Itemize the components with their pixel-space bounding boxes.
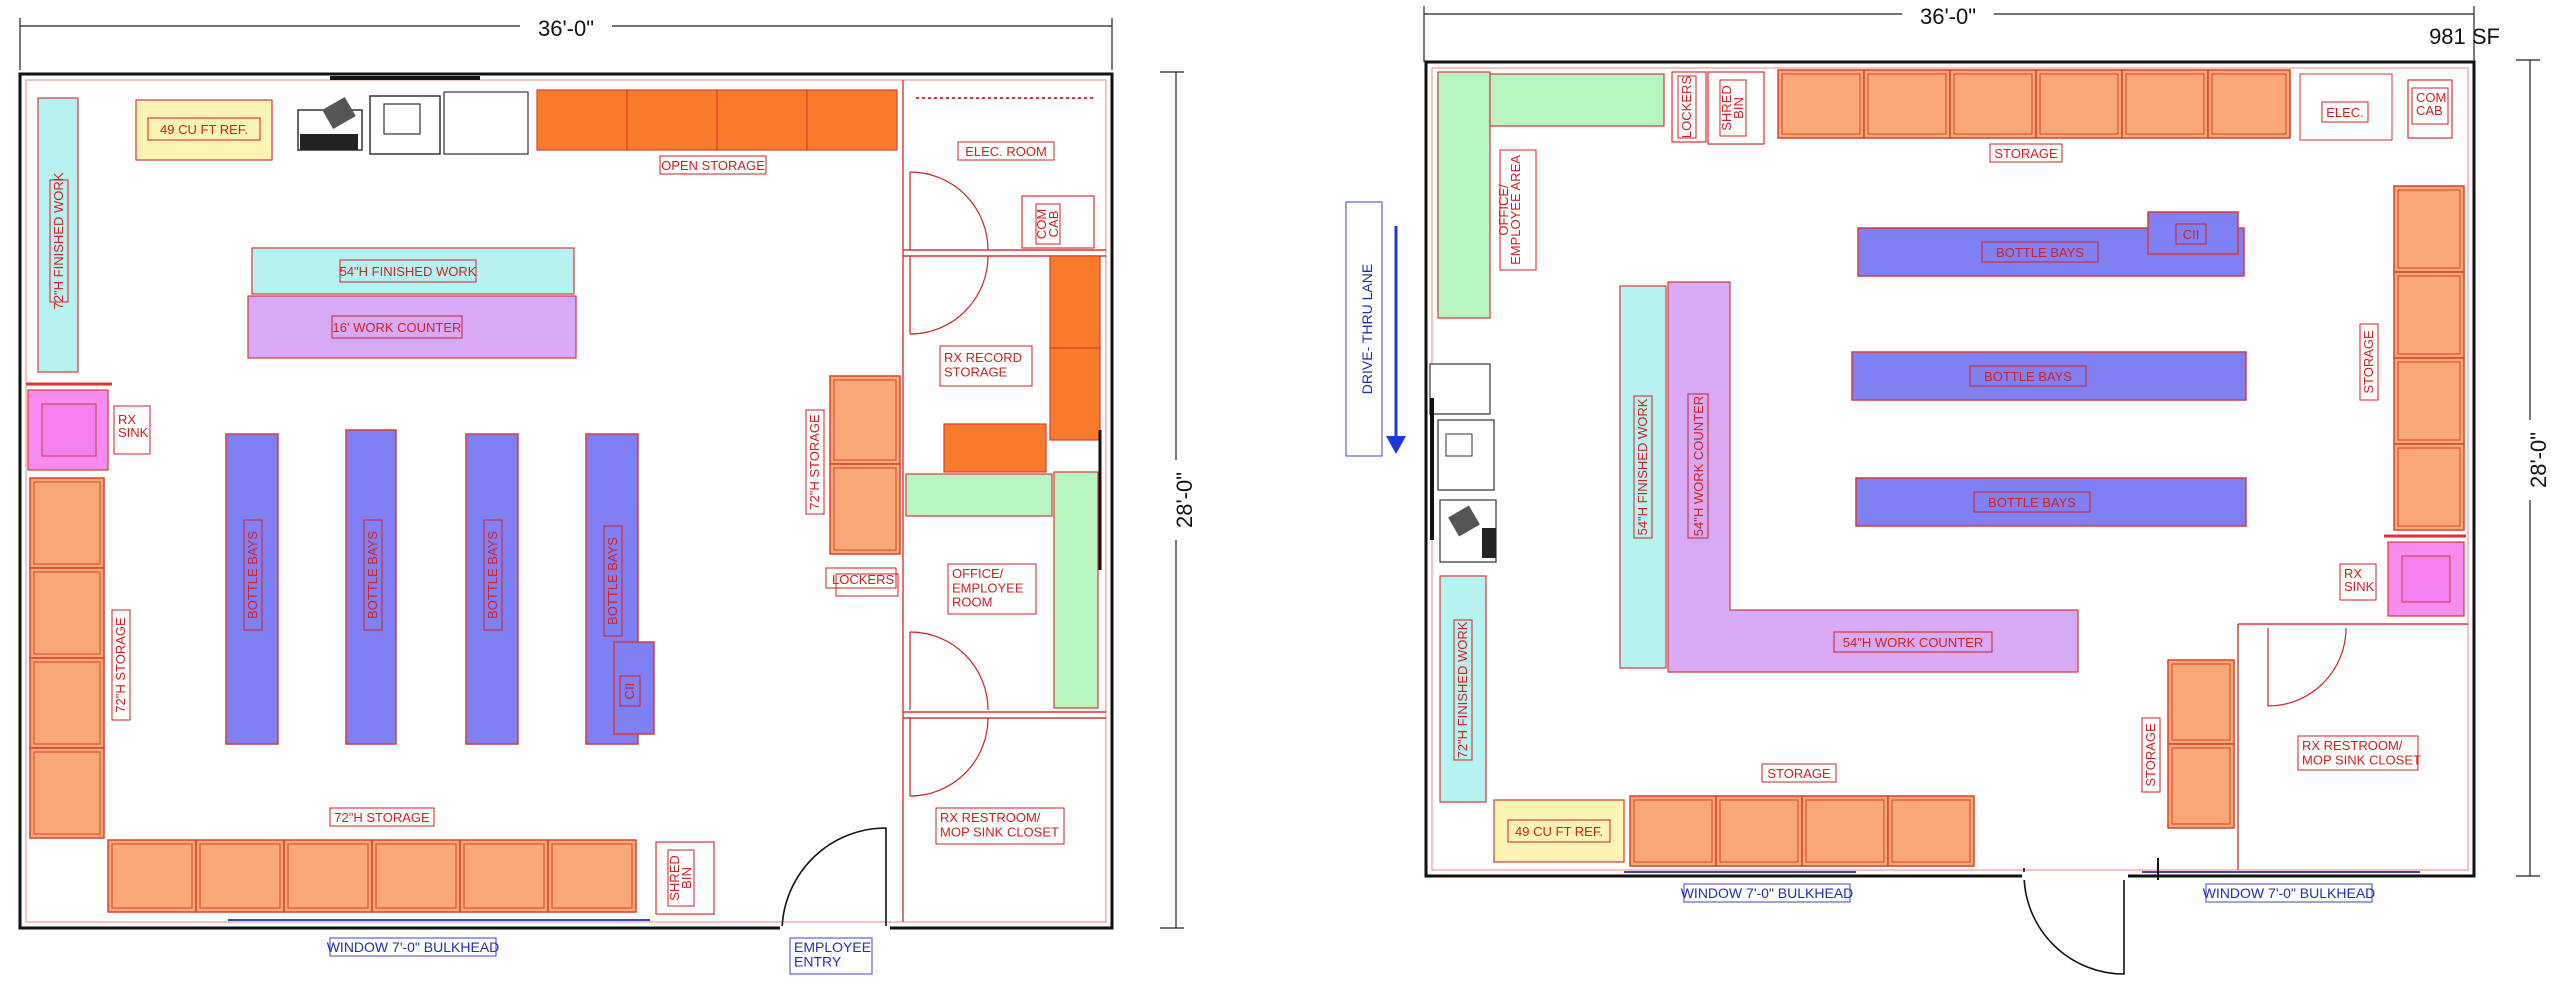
plan-a-storage-72-right-label: 72"H STORAGE [807, 414, 822, 510]
plan-b-work-counter [1667, 281, 2079, 673]
plan-b-restroom [2237, 623, 2468, 870]
plan-a-refrigerator [135, 99, 273, 161]
plan-b-finished-work-72 [1439, 575, 1487, 803]
plan-b-cii-cabinet [2147, 211, 2239, 255]
plan-a-cii-label: CII [622, 683, 637, 700]
plan-a-bottle-bays [225, 429, 639, 745]
plan-b-window-left-label: WINDOW 7'-0" BULKHEAD [1681, 885, 1854, 901]
plan-b-storage-right [2393, 185, 2465, 531]
plan-b-storage-small [2167, 659, 2235, 829]
plan-a-restroom-label: RX RESTROOM/MOP SINK CLOSET [940, 810, 1059, 839]
plan-a-com-cab-label: COMCAB [1034, 209, 1061, 239]
plan-a-finished-work-54-label: 54"H FINISHED WORK [340, 264, 477, 279]
plan-b-elec [2299, 73, 2393, 141]
plan-a-shred-bin [655, 841, 715, 915]
plan-a-employee-entry-door [781, 827, 887, 933]
plan-a-open-storage-label: OPEN STORAGE [661, 158, 765, 173]
plan-a-bottle-bays-label-3: BOTTLE BAYS [485, 531, 500, 619]
plan-b-storage-bottom-label: STORAGE [1767, 766, 1831, 781]
plan-a-depth-text: 28'-0" [1172, 472, 1197, 528]
plan-b-bottle-bays-label-2: BOTTLE BAYS [1984, 369, 2072, 384]
plan-b-bottle-bays-label-1: BOTTLE BAYS [1996, 245, 2084, 260]
plan-a-storage-72-bottom-label: 72"H STORAGE [334, 810, 430, 825]
plan-a-com-cab [1021, 195, 1095, 249]
plan-b-bottle-bays-label-3: BOTTLE BAYS [1988, 495, 2076, 510]
plan-b-width-dimension: 36'-0" [1423, 2, 2475, 62]
plan-a-bottle-bays-label-2: BOTTLE BAYS [365, 531, 380, 619]
plan-a-bottle-bays-label-1: BOTTLE BAYS [245, 531, 260, 619]
plan-a-storage-72-bottom [107, 839, 637, 913]
plan-a-storage-72-left [29, 477, 105, 839]
plan-b-shred-bin-label: SHREDBIN [1719, 85, 1746, 131]
plan-a-ref-label: 49 CU FT REF. [160, 122, 248, 137]
plan-b-exterior-wall [1424, 60, 2476, 878]
plan-b-finished-work-72-label: 72"H FINISHED WORK [1455, 621, 1470, 758]
plan-a-storage-72-left-label: 72"H STORAGE [113, 617, 128, 713]
plan-b-drive-thru-window [1429, 363, 1497, 563]
plan-b-restroom-label: RX RESTROOM/MOP SINK CLOSET [2302, 738, 2421, 767]
plan-a-width-dimension: 36'-0" [19, 12, 1113, 70]
plan-a-exterior-wall [18, 72, 1114, 930]
plan-b-com-cab [2407, 79, 2453, 139]
plan-b-width-text: 36'-0" [1920, 4, 1976, 29]
floor-plan-a: 36'-0" 28'-0" 72"H FINISHED WORK 49 CU F… [18, 12, 1197, 975]
plan-b-storage-bottom [1629, 795, 1975, 867]
plan-a-shred-bin-label: SHREDBIN [667, 855, 694, 901]
plan-a-elec-room-label: ELEC. ROOM [965, 144, 1047, 159]
plan-a-workstation [297, 91, 529, 155]
plan-b-finished-work-54-label: 54"H FINISHED WORK [1635, 398, 1650, 535]
plan-a-open-storage [536, 89, 898, 151]
plan-b-ref-label: 49 CU FT REF. [1515, 824, 1603, 839]
plan-a-cii-cabinet [613, 641, 655, 735]
plan-a-work-counter-16 [247, 295, 577, 359]
plan-a-depth-dimension: 28'-0" [1160, 71, 1197, 929]
plan-a-storage-72-right [829, 375, 901, 555]
plan-b-office-counter-side [1437, 71, 1491, 319]
plan-b-area-text: 981 SF [2429, 24, 2500, 49]
plan-a-width-text: 36'-0" [538, 16, 594, 41]
plan-b-storage-small-label: STORAGE [2143, 723, 2158, 787]
plan-b-cii-label: CII [2183, 227, 2200, 242]
plan-b-elec-label: ELEC. [2326, 105, 2364, 120]
plan-b-storage-right-label: STORAGE [2361, 330, 2376, 394]
plan-b-office-counter-top [1489, 73, 1665, 127]
plan-b-entry-door [2023, 868, 2125, 975]
plan-a-cabinet-block [943, 423, 1047, 473]
plan-a-finished-work-54 [251, 247, 575, 295]
plan-b-depth-dimension: 28'-0" [2516, 59, 2551, 877]
plan-b-depth-text: 28'-0" [2526, 432, 2551, 488]
plan-a-office-counter-top [905, 473, 1053, 517]
plan-a-finished-work-72-label: 72"H FINISHED WORK [51, 172, 66, 309]
plan-b-lockers-label: LOCKERS [1679, 76, 1694, 138]
plan-a-work-counter-16-label: 16' WORK COUNTER [333, 320, 462, 335]
plan-b-office-area-label: OFFICE/EMPLOYEE AREA [1496, 155, 1523, 265]
plan-b-storage-top [1777, 69, 2291, 139]
plan-a-rx-record-cabinet-2 [1049, 347, 1101, 441]
plan-a-rx-record-cabinet-1 [1049, 255, 1101, 349]
plan-b-drive-thru-label: DRIVE- THRU LANE [1359, 264, 1375, 394]
plan-b-shred-bin [1707, 71, 1765, 145]
plan-a-office-counter-side [1053, 471, 1099, 709]
plan-b-window-right-label: WINDOW 7'-0" BULKHEAD [2203, 885, 2376, 901]
plan-b-work-counter-v-label: 54"H WORK COUNTER [1691, 396, 1706, 536]
plan-b-work-counter-h-label: 54"H WORK COUNTER [1843, 635, 1983, 650]
plan-a-finished-work-72-left [37, 97, 79, 373]
plan-a-bottle-bays-label-4: BOTTLE BAYS [605, 537, 620, 625]
plan-a-window-label: WINDOW 7'-0" BULKHEAD [327, 939, 500, 955]
plan-b-storage-top-label: STORAGE [1994, 146, 2058, 161]
plan-b-finished-work-54 [1619, 285, 1667, 669]
plan-b-refrigerator [1493, 799, 1625, 863]
floor-plan-b: 36'-0" 981 SF 28'-0" OFFICE/EMPLOYEE ARE… [1345, 2, 2551, 975]
plan-a-lockers-label: LOCKERS [832, 572, 894, 587]
